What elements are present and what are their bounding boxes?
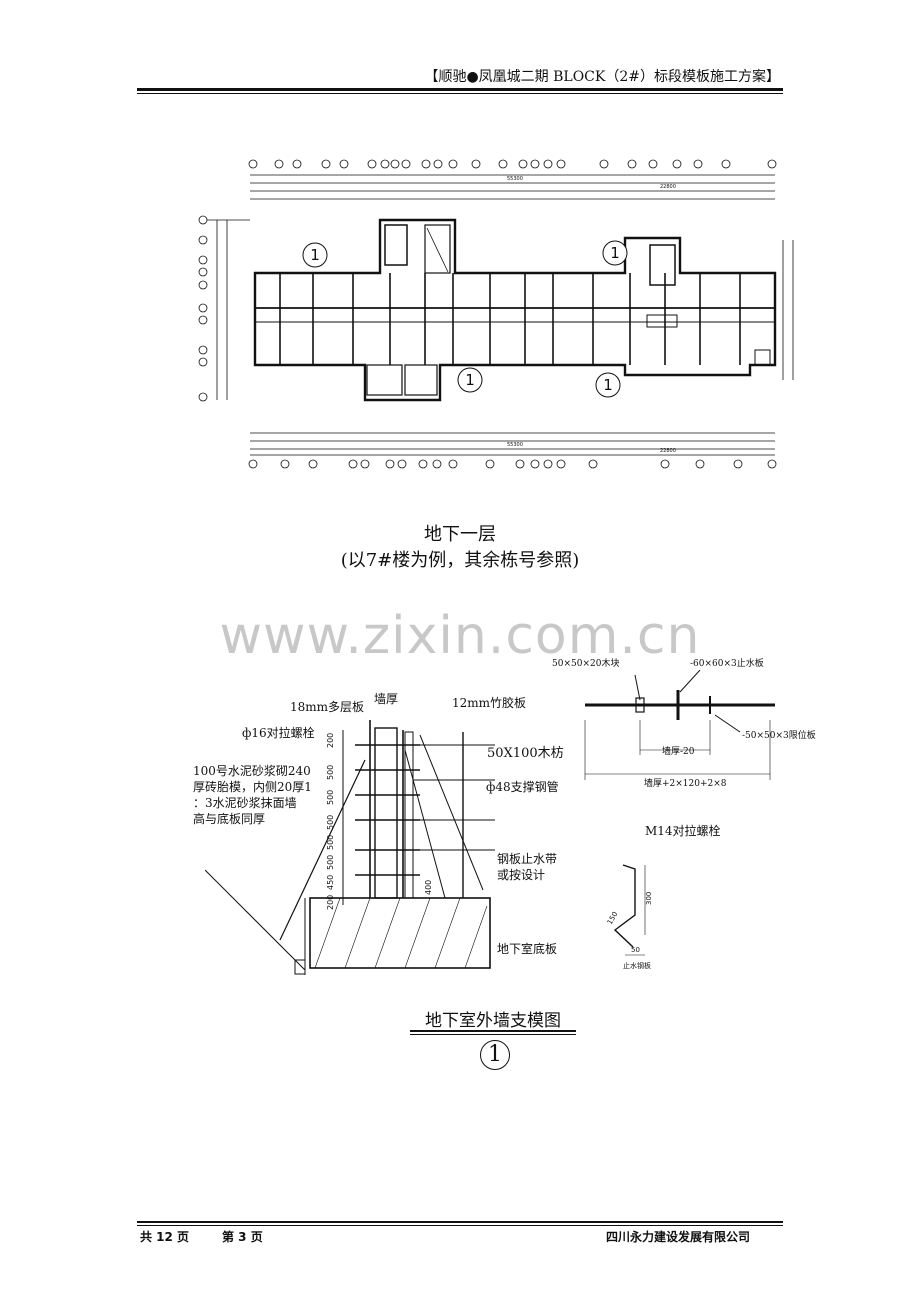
dim-200-top: 200 <box>326 733 335 748</box>
dim-500-b: 500 <box>326 790 335 805</box>
label-brick-mold-4: 高与底板同厚 <box>193 812 266 826</box>
header-rule-thick <box>137 88 783 91</box>
section-number: 1 <box>480 1040 510 1070</box>
dim-500-d: 500 <box>326 835 335 850</box>
basement-floor-plan: 55300 22800 55300 22800 1 1 1 1 <box>198 159 794 469</box>
footer-rule-thick <box>137 1221 783 1223</box>
section-marker-1: 1 <box>310 246 320 264</box>
waterstop-label: 止水钢板 <box>623 961 651 970</box>
label-wood-block: 50×50×20木块 <box>552 659 620 669</box>
label-bolt-title: M14对拉螺栓 <box>645 824 721 838</box>
label-tie-bolt: ф16对拉螺栓 <box>242 726 315 740</box>
section-marker-4: 1 <box>603 376 613 394</box>
plan-caption-note: (以7#楼为例，其余栋号参照) <box>340 550 580 571</box>
footer-total-pages: 共 12 页 <box>140 1230 190 1244</box>
dim-500-e: 500 <box>326 855 335 870</box>
tie-bolt-detail <box>584 670 775 780</box>
label-timber: 50X100木枋 <box>487 746 564 761</box>
footer-rule-thin <box>137 1225 783 1226</box>
label-wall-total: 墙厚+2×120+2×8 <box>644 779 727 789</box>
plan-half-dim-bottom: 22800 <box>660 448 676 454</box>
label-brick-mold-2: 厚砖胎模，内侧20厚1 <box>193 780 312 794</box>
label-waterstop-1: 钢板止水带 <box>497 852 558 866</box>
plan-caption-title: 地下一层 <box>424 524 496 545</box>
waterstop-small: 50 <box>631 946 640 954</box>
label-wall-minus: 墙厚-20 <box>662 747 695 757</box>
label-wall-thickness: 墙厚 <box>374 692 399 706</box>
waterstop-dim: 300 <box>645 892 653 905</box>
footer-company: 四川永力建设发展有限公司 <box>605 1230 750 1244</box>
dim-400: 400 <box>424 880 433 895</box>
dim-500-a: 500 <box>326 765 335 780</box>
dim-450: 450 <box>326 875 335 890</box>
waterstop-angle: 150 <box>606 910 620 926</box>
label-waterstop-2: 或按设计 <box>497 868 546 882</box>
section-title-rule <box>410 1030 576 1032</box>
dim-200-bottom: 200 <box>326 895 335 910</box>
label-brick-mold-3: ：3水泥砂浆抹面墙 <box>193 796 297 810</box>
section-marker-3: 1 <box>465 371 475 389</box>
section-marker-2: 1 <box>610 244 620 262</box>
label-waterstop-plate: -60×60×3止水板 <box>690 659 764 669</box>
plan-total-dim-bottom: 55300 <box>507 442 523 448</box>
document-header-title: 【顺驰●凤凰城二期 BLOCK（2#）标段模板施工方案】 <box>424 69 780 85</box>
label-steel-pipe: ф48支撑钢管 <box>486 780 559 794</box>
label-multilayer-board: 18mm多层板 <box>290 700 365 714</box>
watermark: www.zixin.com.cn <box>219 606 701 666</box>
section-title-rule-thin <box>410 1034 576 1035</box>
label-limit-plate: -50×50×3限位板 <box>742 731 816 741</box>
label-floor-slab: 地下室底板 <box>497 942 558 956</box>
footer-page-number: 第 3 页 <box>222 1230 263 1244</box>
header-rule-thin <box>137 93 783 94</box>
dim-500-c: 500 <box>326 815 335 830</box>
label-bamboo-board: 12mm竹胶板 <box>452 696 527 710</box>
waterstop-plate-detail: 300 150 50 止水钢板 <box>606 864 653 970</box>
label-brick-mold-1: 100号水泥砂浆砌240 <box>193 764 311 778</box>
plan-total-dim: 55300 <box>507 176 523 182</box>
wall-formwork-section: 200 500 500 500 500 500 450 200 400 <box>205 720 495 975</box>
plan-half-dim: 22800 <box>660 184 676 190</box>
section-title: 地下室外墙支模图 <box>425 1011 561 1031</box>
